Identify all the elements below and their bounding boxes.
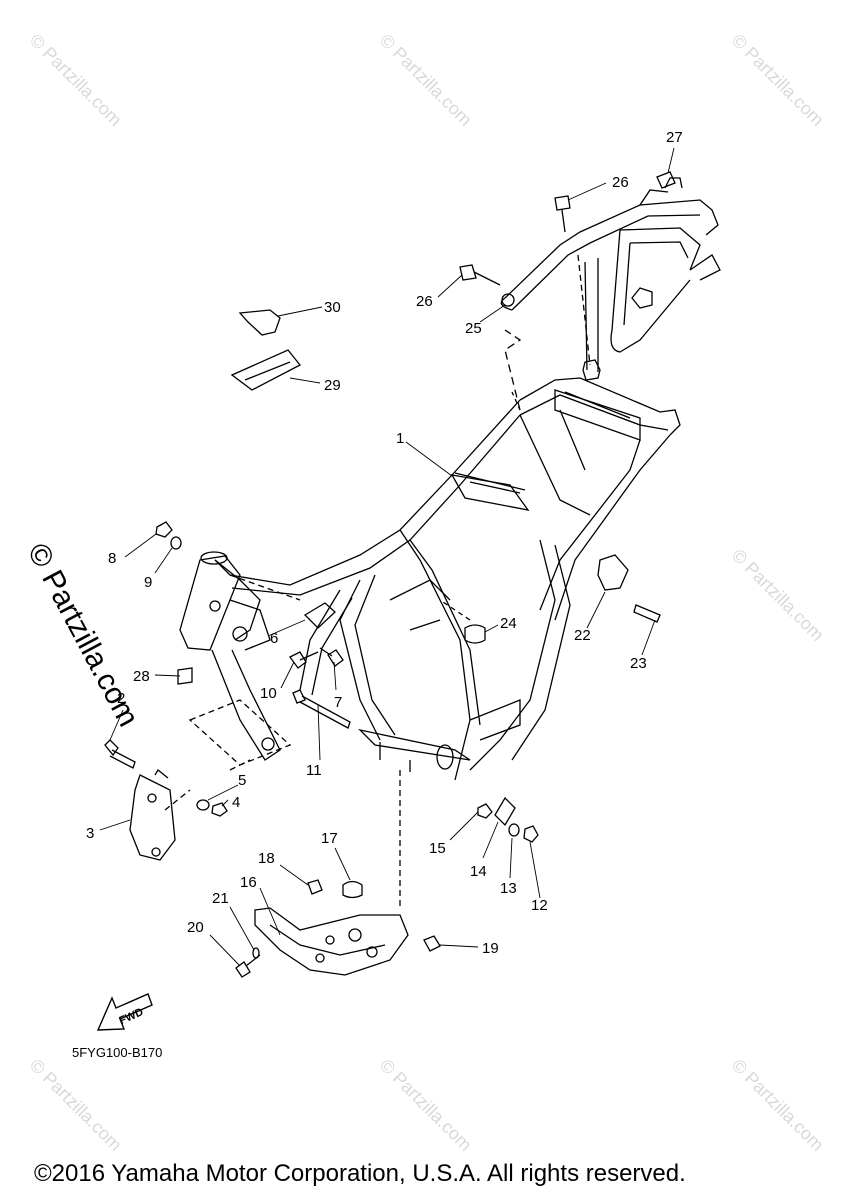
callout-12: 12 [531, 897, 548, 914]
collar-24 [464, 624, 486, 644]
callout-6: 6 [270, 630, 278, 647]
callout-15: 15 [429, 840, 446, 857]
callout-23: 23 [630, 655, 647, 672]
callout-13: 13 [500, 880, 517, 897]
leader-lines [99, 147, 675, 967]
bolt-11 [292, 689, 351, 729]
callout-26: 26 [416, 293, 433, 310]
nut-4 [211, 802, 228, 817]
bolt-19 [423, 935, 441, 952]
callout-14: 14 [470, 863, 487, 880]
callout-5: 5 [238, 772, 246, 789]
bracket-22 [597, 554, 629, 591]
callout-19: 19 [482, 940, 499, 957]
copyright-notice: ©2016 Yamaha Motor Corporation, U.S.A. A… [34, 1160, 686, 1187]
callout-16: 16 [240, 874, 257, 891]
callout-30: 30 [324, 299, 341, 316]
callout-18: 18 [258, 850, 275, 867]
washer-21 [252, 947, 260, 959]
bolt-26a [459, 264, 501, 286]
nut-8 [155, 521, 173, 538]
main-frame [164, 254, 681, 908]
callout-1: 1 [396, 430, 404, 447]
callout-26b: 26 [612, 174, 629, 191]
callout-4: 4 [232, 794, 240, 811]
callout-3: 3 [86, 825, 94, 842]
bolt-26b [554, 195, 571, 233]
callout-28: 28 [133, 668, 150, 685]
callout-21: 21 [212, 890, 229, 907]
bolt-27 [656, 171, 676, 189]
bolt-23 [633, 604, 661, 623]
pad-29 [230, 349, 302, 391]
bolt-10 [289, 651, 319, 669]
rear-subframe [500, 177, 721, 381]
engine-guard-16 [254, 907, 409, 976]
callout-10: 10 [260, 685, 277, 702]
bolt-18 [307, 879, 323, 895]
callout-11: 11 [306, 762, 322, 779]
callout-2: 2 [117, 690, 125, 707]
diagram-code: 5FYG100-B170 [72, 1045, 163, 1060]
grommet-17 [342, 880, 363, 899]
callout-7: 7 [334, 694, 342, 711]
washer-5 [196, 799, 210, 811]
callout-27: 27 [666, 129, 683, 146]
callout-labels: 1 2 3 4 5 6 7 8 9 10 11 12 13 14 15 16 1… [86, 129, 683, 957]
washer-9 [170, 536, 182, 550]
fwd-label: FWD [117, 1006, 145, 1027]
callout-8: 8 [108, 550, 116, 567]
callout-24: 24 [500, 615, 517, 632]
callout-22: 22 [574, 627, 591, 644]
nut-15 [477, 803, 493, 819]
bracket-6 [303, 602, 336, 629]
fwd-arrow-icon: FWD [96, 993, 153, 1031]
collar-14 [494, 796, 516, 827]
washer-13 [508, 823, 520, 837]
bolt-2 [104, 739, 136, 769]
callout-20: 20 [187, 919, 204, 936]
callout-9: 9 [144, 574, 152, 591]
washer-25 [501, 293, 515, 307]
callout-17: 17 [321, 830, 338, 847]
callout-29: 29 [324, 377, 341, 394]
nut-12 [523, 825, 539, 843]
bolt-7 [319, 647, 344, 667]
callout-25: 25 [465, 320, 482, 337]
clip-30 [238, 309, 281, 336]
engine-bracket [129, 769, 176, 861]
part-28 [177, 667, 193, 685]
